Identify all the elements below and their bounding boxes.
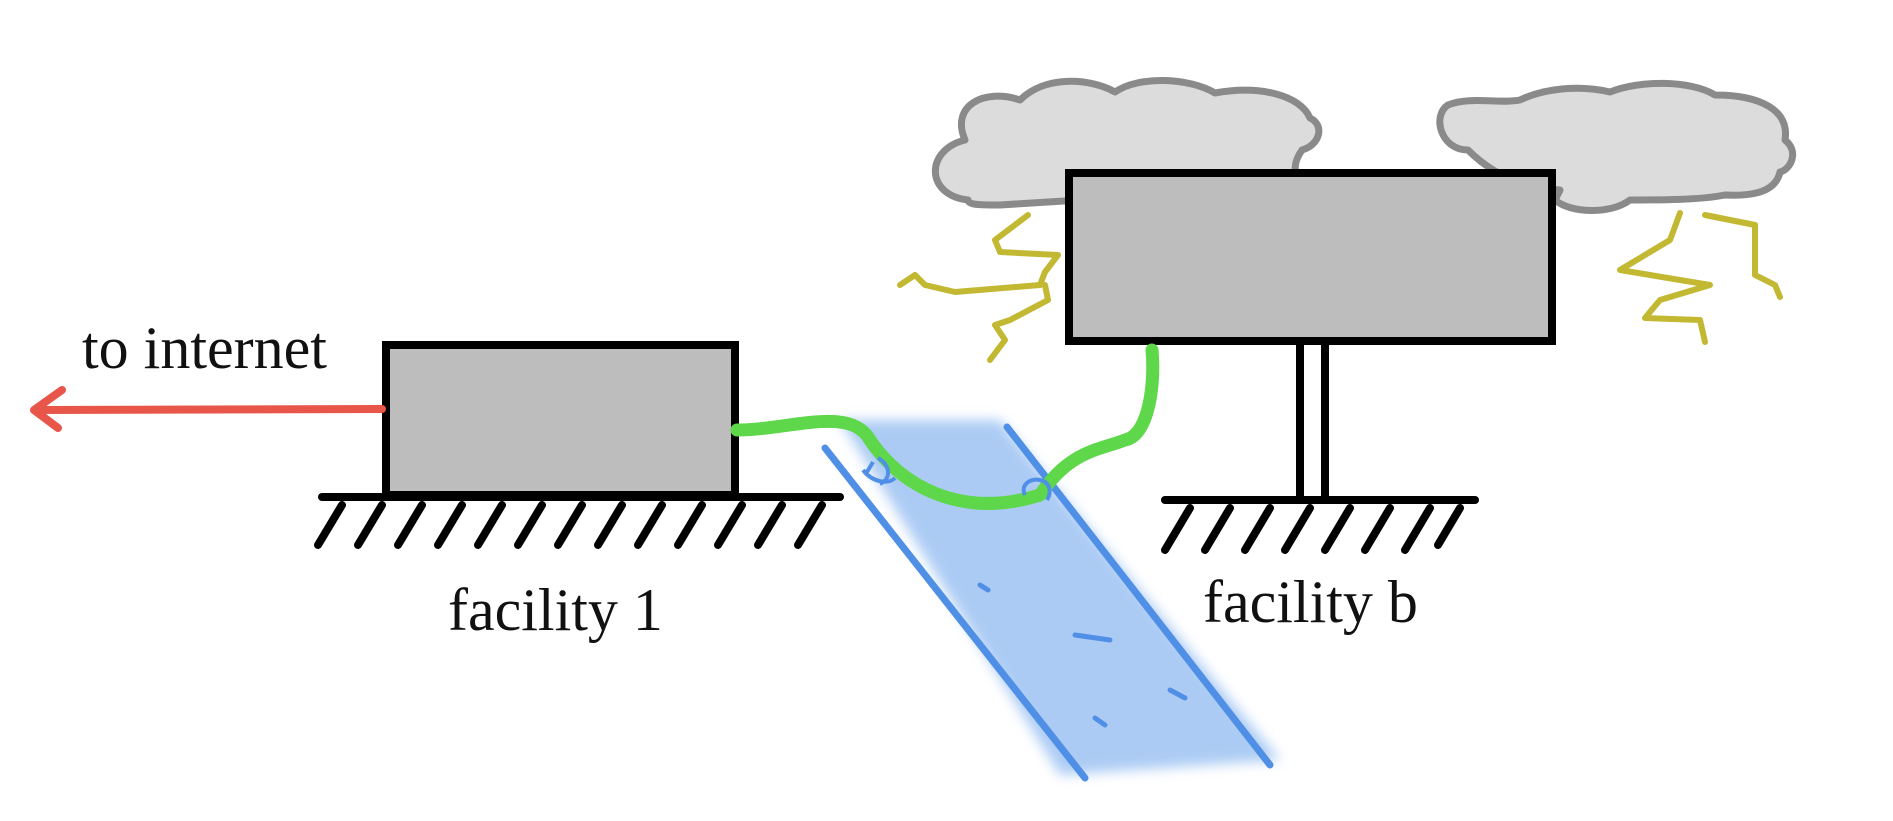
lightning-right-2	[1702, 212, 1783, 300]
ground-left	[314, 493, 844, 549]
fiber-cable	[730, 343, 1160, 510]
lightning-icon	[897, 210, 1783, 363]
river-current-marks	[977, 582, 1188, 728]
cable-connector-icon	[861, 456, 1052, 502]
ground-right	[1161, 496, 1479, 554]
facility-b-pillars	[1296, 345, 1329, 500]
lightning-left-lower	[987, 282, 1051, 363]
river-water	[840, 420, 1280, 775]
facility-b-label: facility b	[1203, 569, 1418, 635]
river-bank-left	[821, 444, 1089, 782]
lightning-left	[897, 212, 1061, 295]
facility-1-label: facility 1	[448, 577, 663, 643]
lightning-right-1	[1617, 210, 1713, 345]
facility-1-building	[382, 341, 739, 499]
facility-b-building	[1065, 169, 1556, 345]
left-arrow-icon	[30, 386, 386, 432]
to-internet-label: to internet	[82, 315, 327, 381]
